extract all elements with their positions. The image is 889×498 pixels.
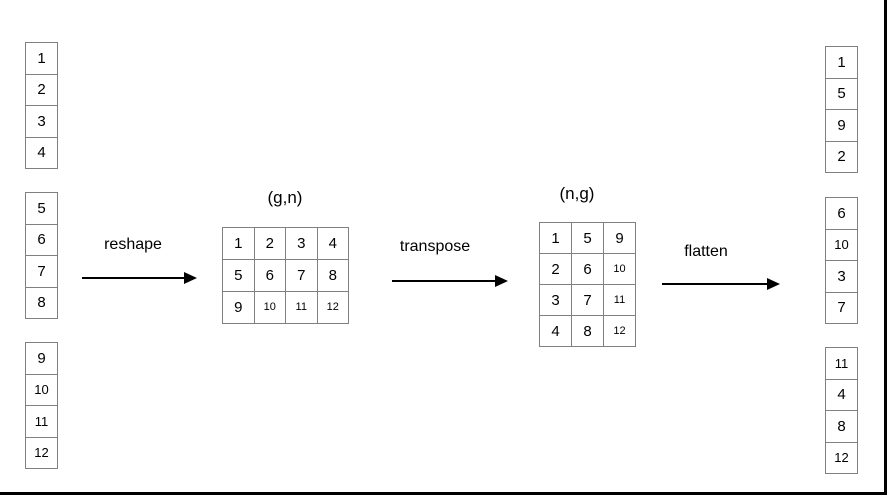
vector-cell: 12 [26, 437, 57, 468]
matrix-cell: 2 [254, 228, 285, 259]
matrix-cell: 6 [254, 260, 285, 291]
vector-cell: 6 [26, 224, 57, 255]
reshape-arrow [82, 272, 197, 284]
matrix-cell: 1 [223, 228, 254, 259]
matrix-cell: 8 [317, 260, 348, 291]
matrix-cell: 12 [604, 316, 635, 346]
matrix-cell: 3 [286, 228, 317, 259]
left-vector-group-2: 5 6 7 8 [25, 192, 58, 319]
reshape-label: reshape [104, 236, 162, 253]
matrix-cell: 4 [317, 228, 348, 259]
matrix-cell: 4 [540, 316, 571, 346]
transpose-label: transpose [399, 238, 471, 255]
vector-cell: 10 [826, 229, 857, 260]
matrix-cell: 10 [254, 292, 285, 323]
matrix-cell: 7 [286, 260, 317, 291]
matrix-cell: 1 [540, 223, 571, 253]
vector-cell: 8 [826, 411, 857, 442]
vector-cell: 4 [826, 379, 857, 410]
vector-cell: 4 [26, 137, 57, 168]
vector-cell: 12 [826, 442, 857, 473]
matrix-cell: 2 [540, 254, 571, 284]
flatten-arrow [662, 278, 780, 290]
matrix-cell: 8 [572, 316, 603, 346]
left-vector-group-3: 9 10 11 12 [25, 342, 58, 469]
ng-matrix: 1 5 9 2 6 10 3 7 11 4 8 12 [539, 222, 636, 347]
right-vector-group-2: 6 10 3 7 [825, 197, 858, 324]
vector-cell: 10 [26, 374, 57, 405]
matrix-cell: 5 [572, 223, 603, 253]
vector-cell: 5 [26, 193, 57, 224]
matrix-cell: 7 [572, 285, 603, 315]
vector-cell: 2 [26, 74, 57, 105]
flatten-label: flatten [684, 243, 728, 260]
matrix-cell: 9 [223, 292, 254, 323]
transpose-arrow [392, 275, 508, 287]
matrix-cell: 9 [604, 223, 635, 253]
window-frame-bottom-edge [0, 492, 887, 495]
gn-matrix-label: (g,n) [267, 188, 303, 207]
vector-cell: 2 [826, 141, 857, 172]
vector-cell: 6 [826, 198, 857, 229]
matrix-cell: 3 [540, 285, 571, 315]
vector-cell: 9 [826, 110, 857, 141]
vector-cell: 5 [826, 78, 857, 109]
left-vector-group-1: 1 2 3 4 [25, 42, 58, 169]
vector-cell: 3 [826, 261, 857, 292]
vector-cell: 7 [826, 292, 857, 323]
matrix-cell: 11 [604, 285, 635, 315]
vector-cell: 3 [26, 106, 57, 137]
matrix-cell: 6 [572, 254, 603, 284]
vector-cell: 11 [826, 348, 857, 379]
gn-matrix: 1 2 3 4 5 6 7 8 9 10 11 12 [222, 227, 349, 324]
ng-matrix-label: (n,g) [559, 184, 595, 203]
matrix-cell: 12 [317, 292, 348, 323]
matrix-cell: 5 [223, 260, 254, 291]
vector-cell: 11 [26, 406, 57, 437]
right-vector-group-3: 11 4 8 12 [825, 347, 858, 474]
vector-cell: 1 [826, 47, 857, 78]
vector-cell: 1 [26, 43, 57, 74]
window-frame-right-edge [884, 0, 887, 495]
vector-cell: 8 [26, 287, 57, 318]
vector-cell: 7 [26, 256, 57, 287]
matrix-cell: 11 [286, 292, 317, 323]
right-vector-group-1: 1 5 9 2 [825, 46, 858, 173]
vector-cell: 9 [26, 343, 57, 374]
matrix-cell: 10 [604, 254, 635, 284]
